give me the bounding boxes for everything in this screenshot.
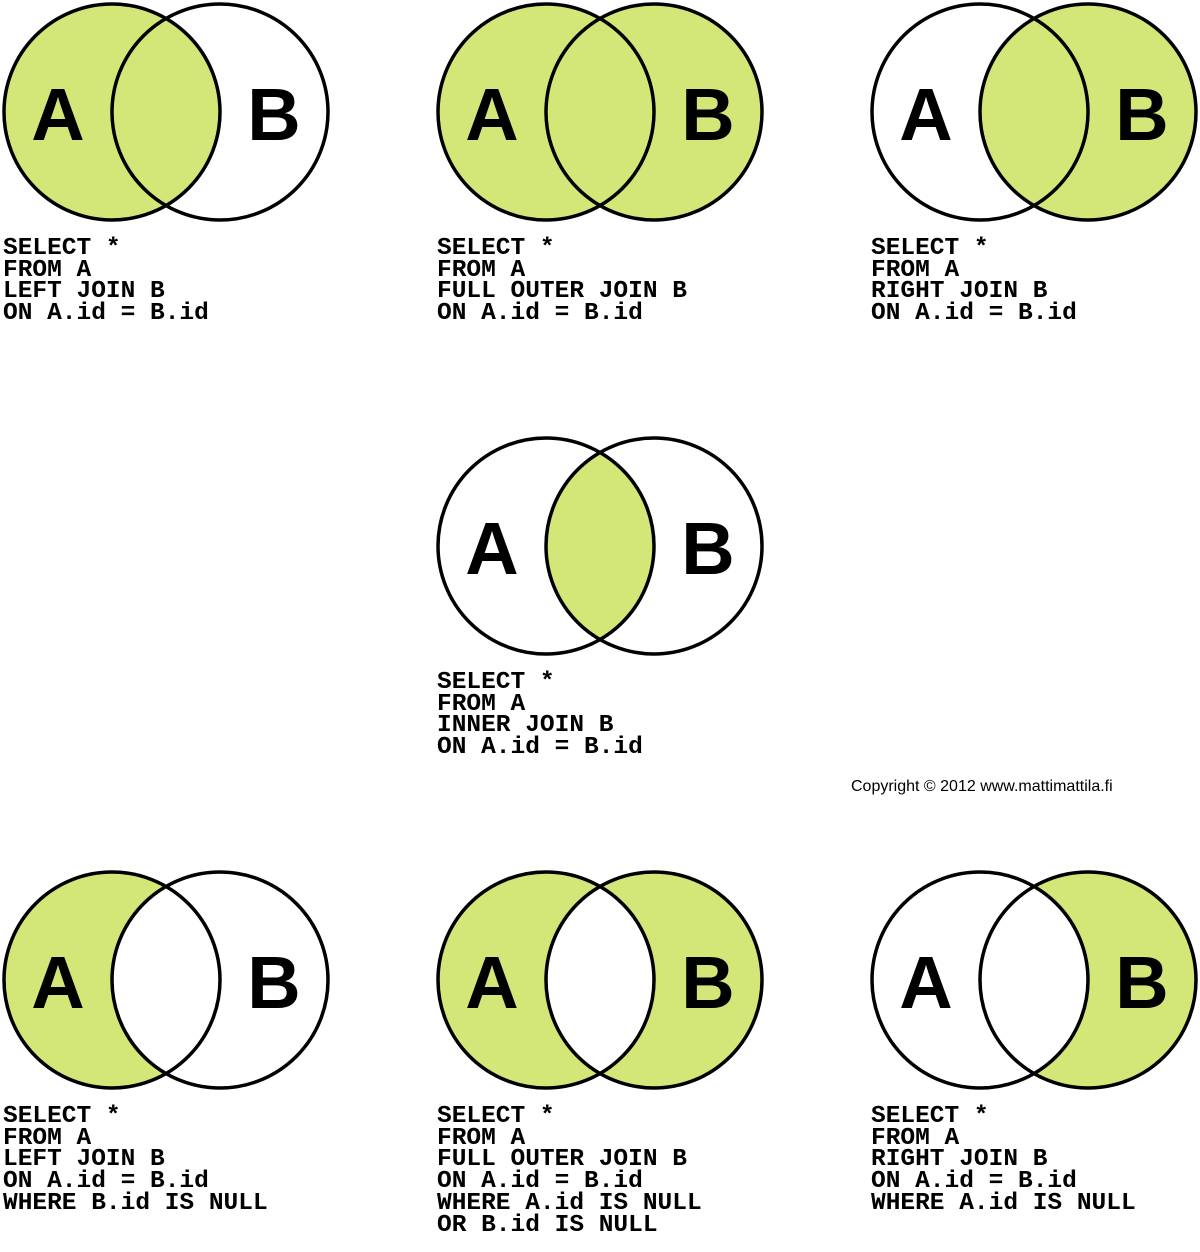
intersection-region (546, 438, 654, 654)
circle-a-outline (436, 436, 656, 656)
label-a: A (465, 941, 518, 1024)
label-a: A (899, 73, 952, 156)
sql-line: SELECT * (437, 669, 555, 696)
sql-line: ON A.id = B.id (871, 300, 1077, 328)
circle-a-outline (436, 2, 656, 222)
sql-line: FROM A (871, 1124, 960, 1152)
sql-line: ON A.id = B.id (437, 1168, 643, 1196)
sql-line: LEFT JOIN B (3, 1146, 165, 1174)
sql-line: FROM A (437, 1124, 526, 1152)
copyright-notice: Copyright © 2012 www.mattimattila.fi (851, 778, 1113, 795)
label-b: B (681, 941, 734, 1024)
sql-line: SELECT * (3, 235, 121, 262)
sql-line: OR B.id IS NULL (437, 1211, 658, 1239)
sql-line: FROM A (3, 256, 92, 284)
sql-line: FULL OUTER JOIN B (437, 1146, 687, 1174)
sql-line: WHERE A.id IS NULL (871, 1189, 1136, 1217)
label-a: A (465, 507, 518, 590)
intersection-region (546, 4, 654, 220)
label-a: A (899, 941, 952, 1024)
circle-b-outline (110, 870, 330, 1090)
sql-line: WHERE B.id IS NULL (3, 1189, 268, 1217)
circle-a-outline (2, 870, 222, 1090)
circle-b-outline (544, 436, 764, 656)
sql-line: SELECT * (871, 1103, 989, 1130)
sql-line: FROM A (437, 256, 526, 284)
intersection-region (112, 4, 220, 220)
label-b: B (1115, 941, 1168, 1024)
circle-b-outline (544, 2, 764, 222)
sql-line: SELECT * (437, 235, 555, 262)
sql-line: ON A.id = B.id (3, 1168, 209, 1196)
sql-line: RIGHT JOIN B (871, 278, 1048, 306)
sql-line: ON A.id = B.id (871, 1168, 1077, 1196)
sql-line: WHERE A.id IS NULL (437, 1189, 702, 1217)
sql-line: ON A.id = B.id (3, 300, 209, 328)
sql-line: FROM A (871, 256, 960, 284)
sql-line: SELECT * (437, 1103, 555, 1130)
sql-line: FROM A (3, 1124, 92, 1152)
label-b: B (247, 73, 300, 156)
sql-line: FULL OUTER JOIN B (437, 278, 687, 306)
sql-line: RIGHT JOIN B (871, 1146, 1048, 1174)
intersection-region (112, 872, 220, 1088)
circle-a-outline (870, 870, 1090, 1090)
circle-b-outline (544, 870, 764, 1090)
label-b: B (681, 507, 734, 590)
sql-line: FROM A (437, 690, 526, 718)
label-a: A (31, 941, 84, 1024)
circle-a-outline (436, 870, 656, 1090)
label-a: A (31, 73, 84, 156)
intersection-region (980, 4, 1088, 220)
sql-line: LEFT JOIN B (3, 278, 165, 306)
intersection-region (980, 872, 1088, 1088)
label-b: B (681, 73, 734, 156)
sql-line: ON A.id = B.id (437, 734, 643, 762)
sql-line: SELECT * (871, 235, 989, 262)
intersection-region (546, 872, 654, 1088)
sql-line: INNER JOIN B (437, 712, 614, 740)
label-b: B (247, 941, 300, 1024)
circle-a-outline (870, 2, 1090, 222)
label-a: A (465, 73, 518, 156)
label-b: B (1115, 73, 1168, 156)
circle-b-outline (978, 870, 1198, 1090)
circle-b-outline (978, 2, 1198, 222)
circle-a-outline (2, 2, 222, 222)
sql-line: ON A.id = B.id (437, 300, 643, 328)
sql-line: SELECT * (3, 1103, 121, 1130)
circle-b-outline (110, 2, 330, 222)
